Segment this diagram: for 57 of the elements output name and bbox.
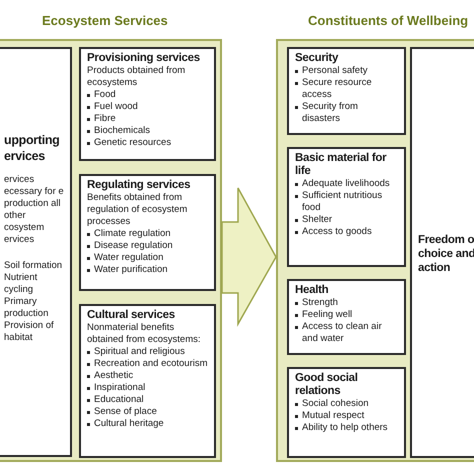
description-text: Products obtained from ecosystems (87, 65, 186, 89)
list-item: Water purification (94, 264, 168, 276)
list-item: Water regulation (94, 252, 164, 264)
list-item: Ability to help others (302, 422, 388, 434)
description-text: ervices ecessary for e production all other cosystem ervices (4, 174, 64, 246)
list-item: Shelter (302, 214, 332, 226)
service-box (287, 279, 406, 355)
list-item: Spiritual and religious (94, 346, 185, 358)
list-item: Aesthetic (94, 370, 134, 382)
list-item: Food (94, 89, 116, 101)
list-item: Educational (94, 394, 144, 406)
list-item: Recreation and ecotourism (94, 358, 208, 370)
list-item: Access to goods (302, 226, 372, 238)
list-item: Biochemicals (94, 125, 150, 137)
box-heading: upporting ervices (4, 132, 61, 164)
service-box (287, 47, 406, 135)
box-heading: Security (295, 52, 340, 65)
list-item: Adequate livelihoods (302, 178, 390, 190)
description-text: Benefits obtained from regulation of ecosystem processes (87, 192, 188, 228)
box-heading: Health (295, 284, 330, 297)
box-heading: Good social relations (295, 372, 359, 398)
list-item: Social cohesion (302, 398, 369, 410)
list-item: Soil formation (4, 260, 64, 272)
list-item: Climate regulation (94, 228, 171, 240)
service-box (79, 174, 216, 291)
description-text: Nonmaterial benefits obtained from ecosystems: (87, 322, 202, 346)
list-item: Access to clean air and water (302, 321, 383, 345)
service-box (79, 304, 216, 458)
list-item: Primary production (4, 296, 50, 320)
list-item: Personal safety (302, 65, 368, 77)
box-heading: Provisioning services (87, 52, 201, 65)
list-item: Mutual respect (302, 410, 364, 422)
box-heading: Regulating services (87, 179, 192, 192)
block-arrow (221, 187, 277, 327)
service-box (287, 147, 406, 267)
box-heading: Basic material for life (295, 152, 388, 178)
service-box (79, 47, 216, 161)
list-item: Nutrient cycling (4, 272, 38, 296)
list-item: Genetic resources (94, 137, 172, 149)
list-item: Sufficient nutritious food (302, 190, 384, 214)
service-box (410, 47, 474, 458)
list-item: Fibre (94, 113, 116, 125)
list-item: Provision of habitat (4, 320, 55, 344)
service-box (287, 367, 406, 458)
panel-title: Constituents of Wellbeing (308, 12, 468, 30)
panel-title: Ecosystem Services (42, 12, 168, 30)
list-item: Security from disasters (302, 101, 359, 125)
list-item: Cultural heritage (94, 418, 164, 430)
list-item: Strength (302, 297, 338, 309)
list-item: Sense of place (94, 406, 157, 418)
list-item: Inspirational (94, 382, 146, 394)
list-item: Disease regulation (94, 240, 173, 252)
list-item: Secure resource access (302, 77, 373, 101)
service-box (0, 47, 72, 457)
list-item: Feeling well (302, 309, 352, 321)
box-heading: Cultural services (87, 309, 176, 322)
list-item: Fuel wood (94, 101, 138, 113)
